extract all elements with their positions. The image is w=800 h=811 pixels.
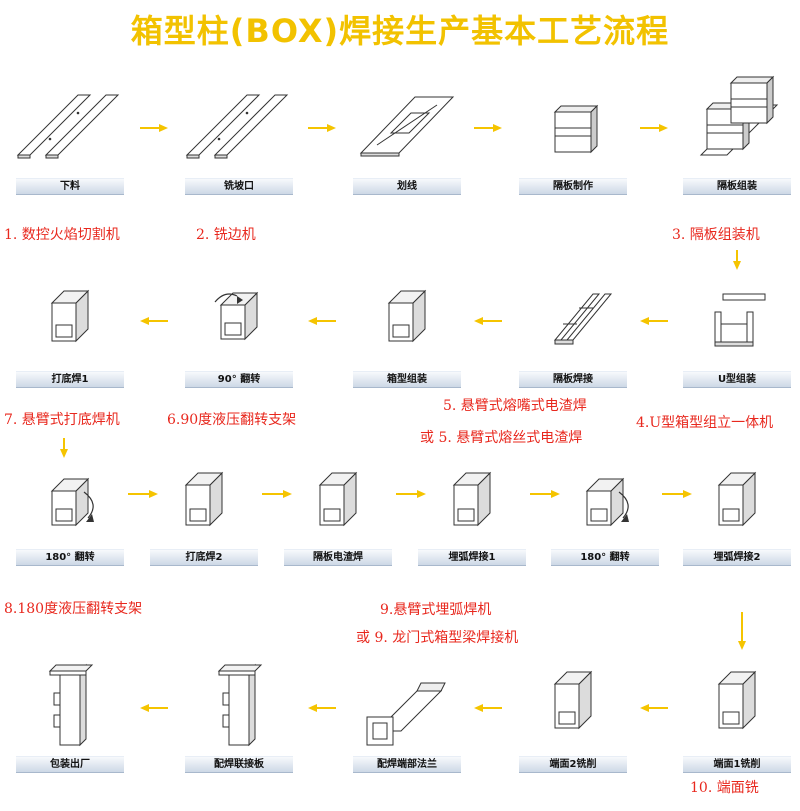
arrow-left (308, 317, 336, 325)
arrow-right (128, 490, 158, 498)
box-column-icon (553, 670, 593, 730)
arrow-right (530, 490, 560, 498)
arrow-right (474, 124, 502, 132)
arrow-right (662, 490, 692, 498)
box-column-flip-icon (50, 477, 94, 527)
arrow-left (140, 704, 168, 712)
diaphragm-assembly-icon-b (729, 75, 775, 125)
marked-plate-icon (359, 96, 455, 157)
diaphragm-icon (553, 104, 599, 154)
arrow-down (60, 438, 68, 458)
arrow-left (474, 317, 502, 325)
note-u-box-assembly-machine: 4.U型箱型组立一体机 (636, 415, 774, 431)
u-frame-icon (714, 293, 766, 347)
parallel-plates-icon (16, 94, 120, 159)
note-180-hydraulic-turner: 8.180度液压翻转支架 (4, 601, 143, 617)
note-or-prefix: 或 (356, 630, 370, 646)
station-label-diaphragm-making: 隔板制作 (519, 178, 627, 195)
note-edge-milling-machine: 2. 铣边机 (196, 227, 256, 243)
box-column-icon (184, 471, 224, 527)
arrow-right (396, 490, 426, 498)
station-label-electroslag-weld: 隔板电渣焊 (284, 549, 392, 566)
parallel-plates-icon (185, 94, 289, 159)
box-column-icon (318, 471, 358, 527)
arrow-down (733, 250, 741, 270)
open-u-beam-icon (553, 293, 613, 345)
note-90-hydraulic-turner: 6.90度液压翻转支架 (167, 412, 297, 428)
station-label-connecting-plate: 配焊联接板 (185, 756, 293, 773)
station-label-beveling: 铣坡口 (185, 178, 293, 195)
note-gantry-box-welder: 或 9. 龙门式箱型梁焊接机 (356, 629, 518, 647)
arrow-down (738, 612, 746, 650)
note-diaphragm-assembly-machine: 3. 隔板组装机 (672, 227, 760, 243)
station-label-flip-180-b: 180° 翻转 (551, 549, 659, 566)
arrow-left (474, 704, 502, 712)
arrow-right (308, 124, 336, 132)
station-label-end-mill-2: 端面2铣削 (519, 756, 627, 773)
station-label-diaphragm-assembly: 隔板组装 (683, 178, 791, 195)
note-gantry-box-welder-text: 9. 龙门式箱型梁焊接机 (374, 630, 519, 646)
note-electroslag-nozzle: 5. 悬臂式熔嘴式电渣焊 (443, 398, 587, 414)
station-label-box-assembly: 箱型组装 (353, 371, 461, 388)
arrow-left (640, 317, 668, 325)
note-flame-cutting-machine: 1. 数控火焰切割机 (4, 227, 120, 243)
box-column-flip-icon (585, 477, 629, 527)
flanged-column-icon (366, 682, 446, 746)
note-electroslag-wire: 或 5. 悬臂式熔丝式电渣焊 (420, 429, 582, 447)
station-label-saw-weld-2: 埋弧焊接2 (683, 549, 791, 566)
station-label-u-assembly: U型组装 (683, 371, 791, 388)
arrow-right (140, 124, 168, 132)
note-end-face-milling: 10. 端面铣 (690, 780, 759, 796)
arrow-left (640, 704, 668, 712)
finished-column-icon (48, 663, 94, 747)
note-cantilever-backing-welder: 7. 悬臂式打底焊机 (4, 412, 120, 428)
arrow-left (140, 317, 168, 325)
box-column-icon (50, 289, 90, 343)
station-label-diaphragm-welding: 隔板焊接 (519, 371, 627, 388)
station-label-rotate-90: 90° 翻转 (185, 371, 293, 388)
arrow-left (308, 704, 336, 712)
station-label-packing: 包装出厂 (16, 756, 124, 773)
station-label-backing-weld-2: 打底焊2 (150, 549, 258, 566)
note-or-prefix: 或 (420, 430, 434, 446)
box-column-icon (717, 670, 757, 730)
station-label-saw-weld-1: 埋弧焊接1 (418, 549, 526, 566)
station-label-flip-180-a: 180° 翻转 (16, 549, 124, 566)
note-cantilever-saw-welder: 9.悬臂式埋弧焊机 (380, 602, 492, 618)
station-label-end-mill-1: 端面1铣削 (683, 756, 791, 773)
station-label-end-flange: 配焊端部法兰 (353, 756, 461, 773)
station-label-cutting: 下料 (16, 178, 124, 195)
box-column-rotated-icon (214, 291, 259, 341)
box-column-icon (387, 289, 427, 343)
arrow-right (262, 490, 292, 498)
page-title: 箱型柱(BOX)焊接生产基本工艺流程 (130, 12, 670, 50)
note-electroslag-wire-text: 5. 悬臂式熔丝式电渣焊 (438, 430, 583, 446)
box-column-icon (452, 471, 492, 527)
station-label-backing-weld-1: 打底焊1 (16, 371, 124, 388)
arrow-right (640, 124, 668, 132)
station-label-marking: 划线 (353, 178, 461, 195)
finished-column-icon (217, 663, 263, 747)
box-column-icon (717, 471, 757, 527)
